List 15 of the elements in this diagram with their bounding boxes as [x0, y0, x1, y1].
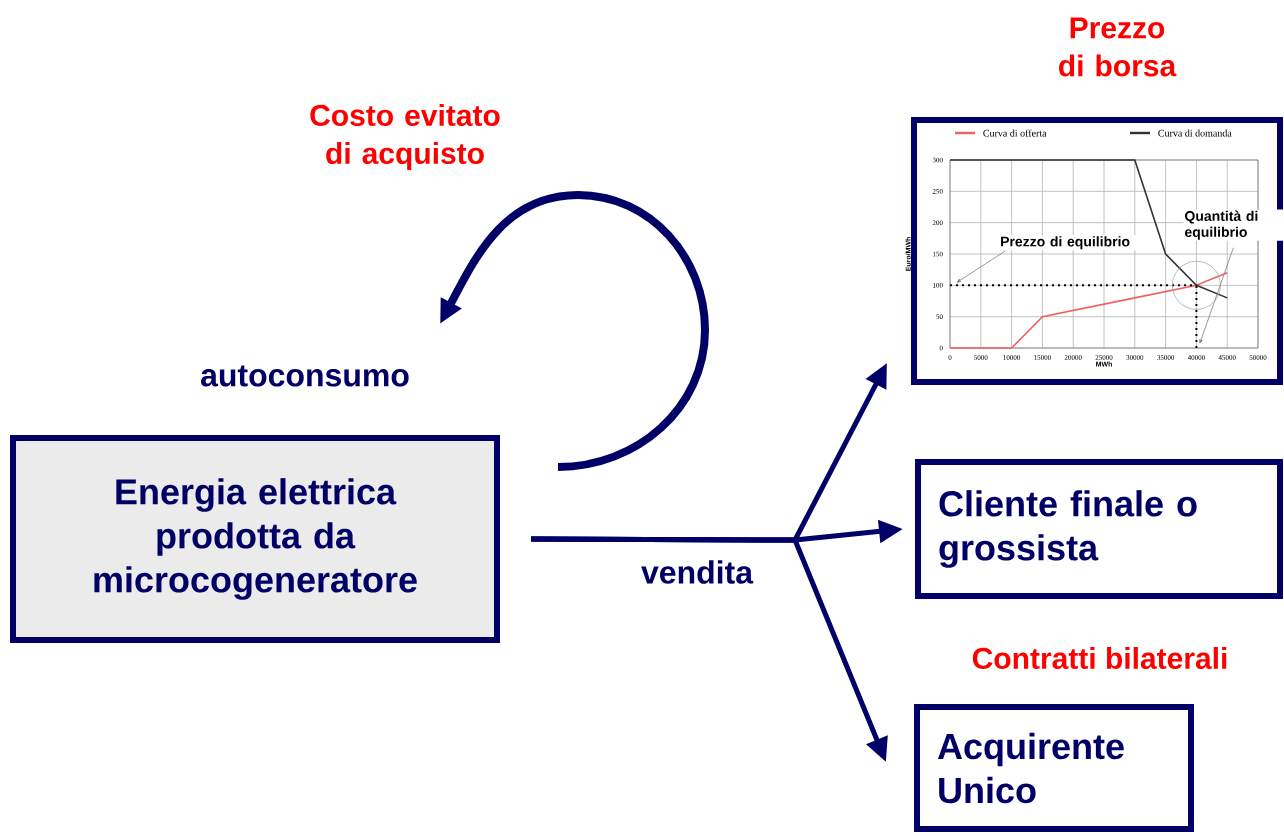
- note-label: Costo evitato di acquisto: [310, 104, 500, 170]
- legend-label: Curva di offerta: [983, 129, 1047, 137]
- panel-heading: Prezzo di borsa: [1059, 17, 1177, 77]
- process-box: Energia elettrica prodotta da microcogeneratore: [10, 435, 500, 643]
- legend-entry: Curva di offerta: [955, 129, 1047, 137]
- side-label: Contratti bilaterali: [972, 647, 1227, 669]
- legend-label: Curva di domanda: [1158, 129, 1232, 137]
- process-box: Acquirente Unico: [914, 704, 1194, 832]
- annotation: Prezzo di equilibrio: [1001, 236, 1130, 250]
- legend-entry: Curva di domanda: [1130, 129, 1232, 137]
- edge-label: autoconsumo: [201, 365, 409, 387]
- edge-label: vendita: [641, 560, 754, 584]
- arrow: [440, 191, 709, 471]
- annotation: Quantità di equilibrio: [1184, 210, 1258, 240]
- process-box: Cliente finale o grossista: [915, 459, 1283, 599]
